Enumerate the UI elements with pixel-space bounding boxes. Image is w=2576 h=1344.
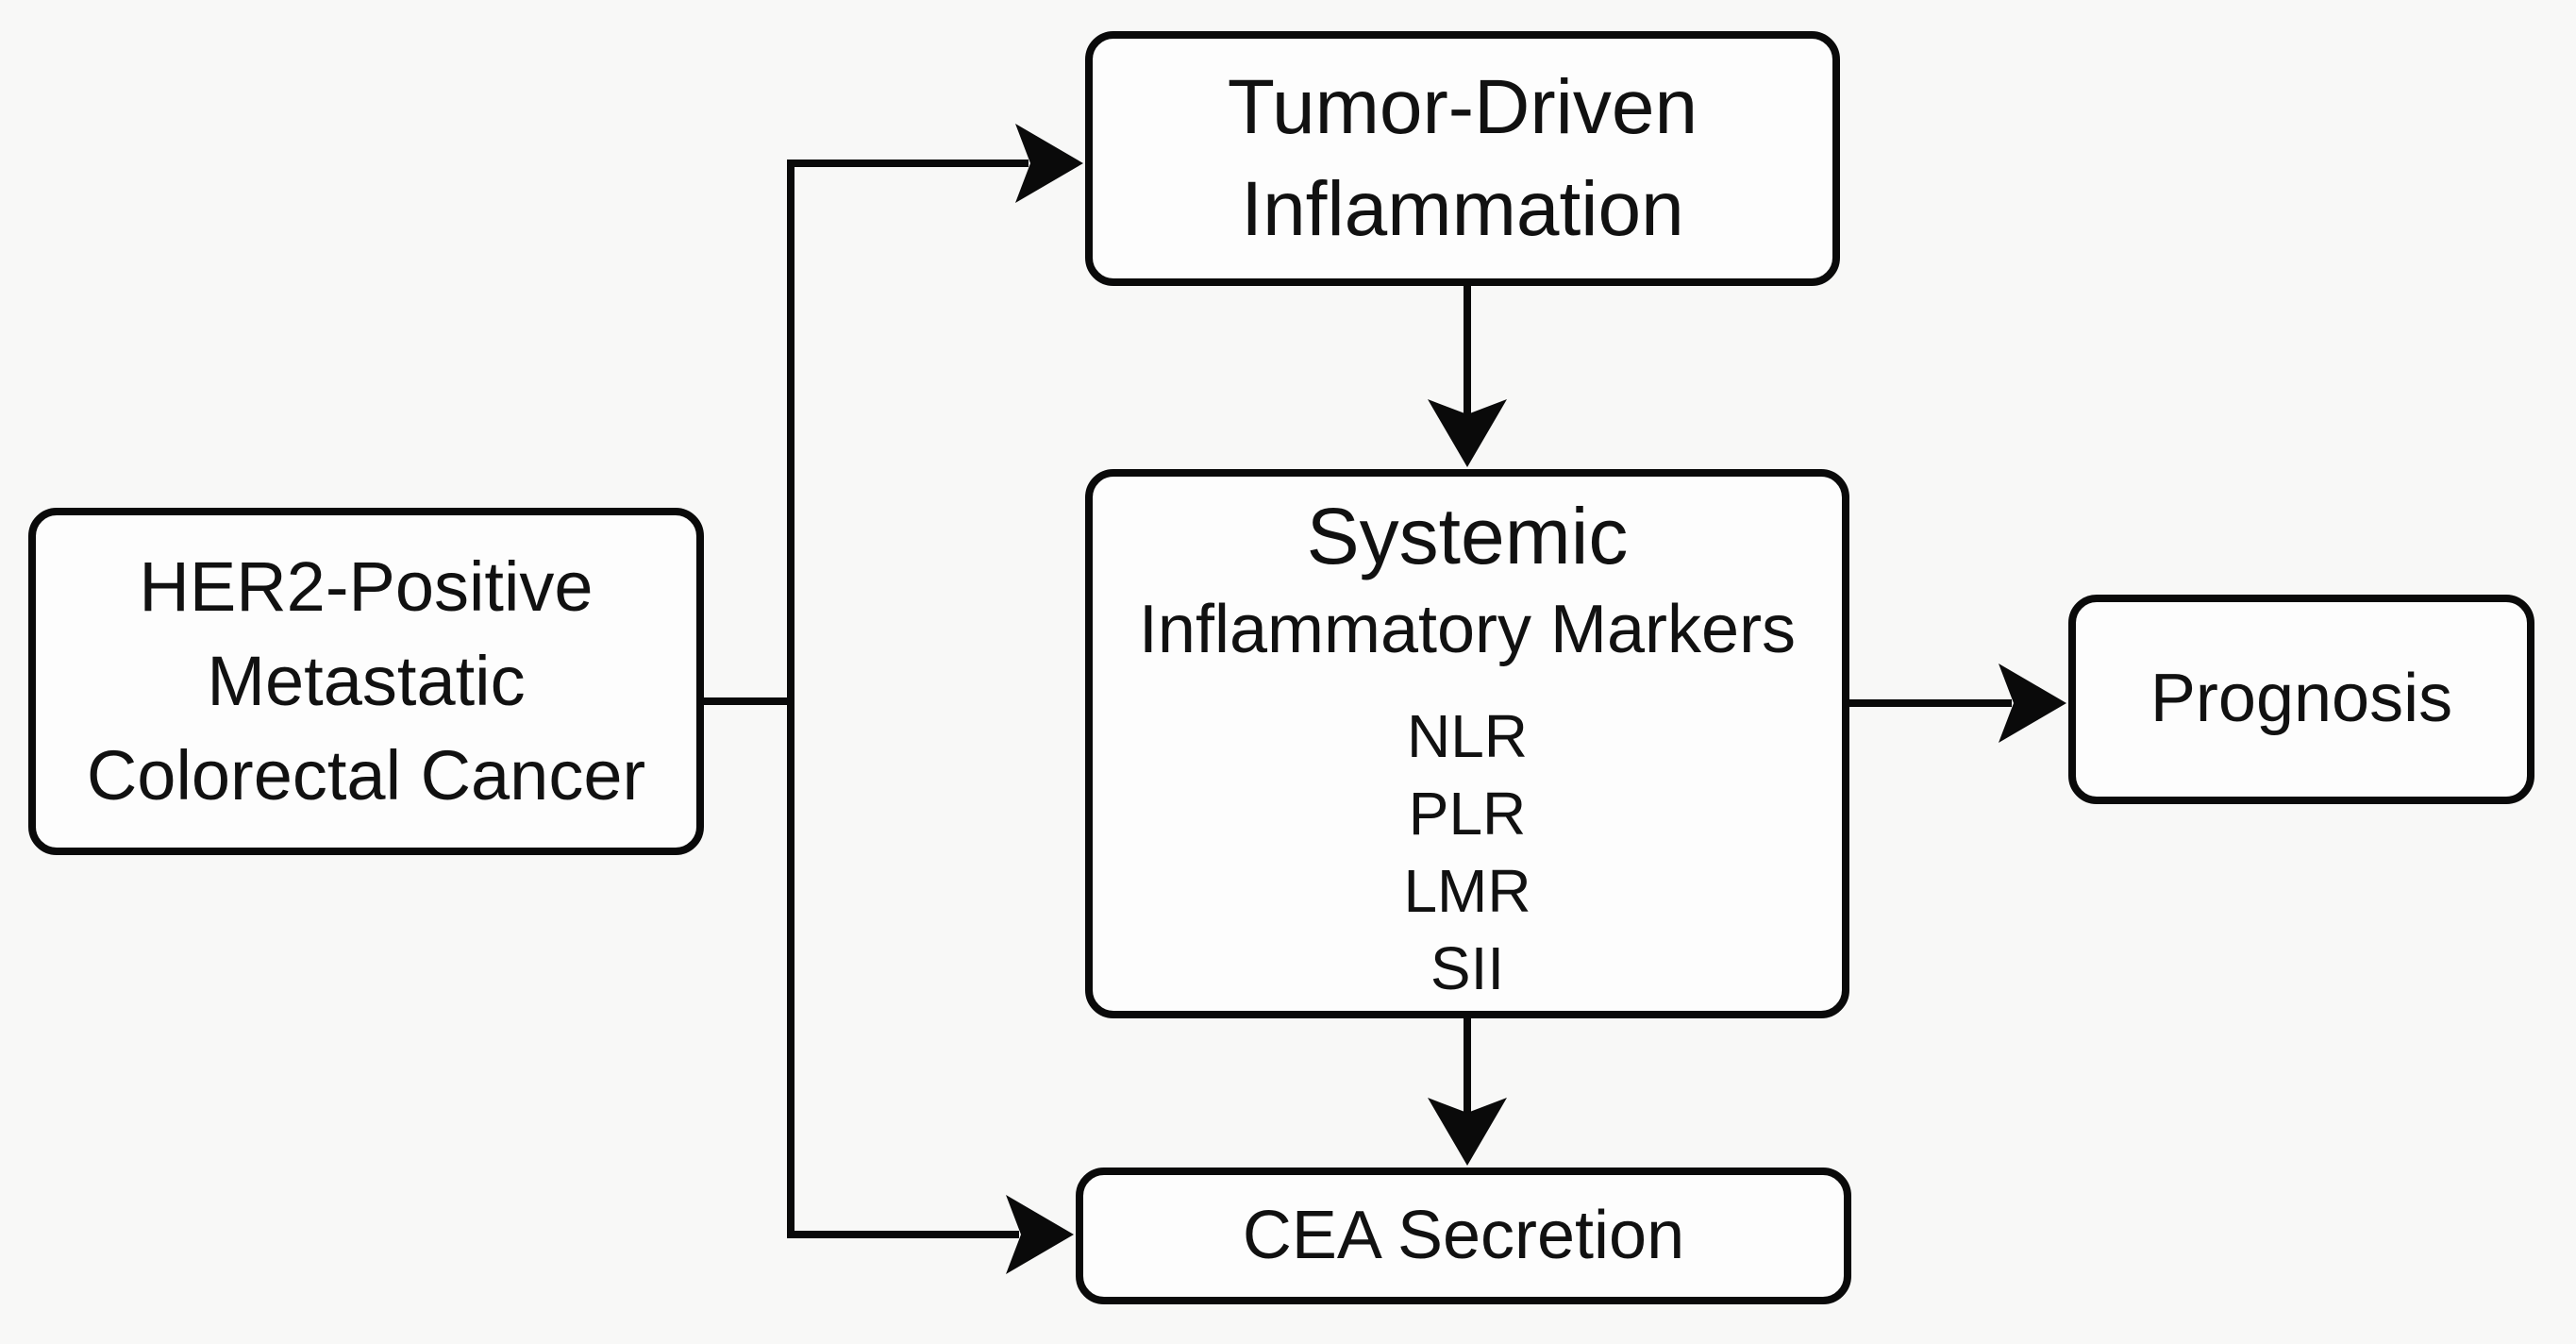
node-label-line: Tumor-Driven xyxy=(1227,64,1698,150)
node-label-line: Metastatic xyxy=(207,642,526,720)
node-label-line: Colorectal Cancer xyxy=(86,736,646,815)
markers-list: NLR PLR LMR SII xyxy=(1403,697,1531,1007)
node-label-line: Inflammation xyxy=(1241,166,1684,252)
marker-item: LMR xyxy=(1403,857,1531,925)
node-prognosis: Prognosis xyxy=(2068,595,2534,804)
node-label-line: HER2-Positive xyxy=(139,547,594,626)
node-label-line: CEA Secretion xyxy=(1242,1197,1685,1273)
node-label-line: Prognosis xyxy=(2149,661,2453,737)
arrowhead-into-tumor xyxy=(1015,124,1083,203)
marker-item: PLR xyxy=(1408,780,1527,848)
arrowhead-into-cea-from-systemic xyxy=(1428,1098,1507,1166)
node-subtitle: Inflammatory Markers xyxy=(1138,592,1797,667)
arrowhead-into-systemic xyxy=(1428,399,1507,467)
node-tumor-driven-inflammation: Tumor-Driven Inflammation xyxy=(1085,31,1840,286)
marker-item: SII xyxy=(1430,934,1505,1002)
node-title: Systemic xyxy=(1306,492,1629,580)
node-her2-metastatic-colorectal-cancer: HER2-Positive Metastatic Colorectal Canc… xyxy=(28,508,704,855)
node-cea-secretion: CEA Secretion xyxy=(1076,1168,1851,1304)
arrowhead-into-prognosis xyxy=(1999,664,2066,743)
marker-item: NLR xyxy=(1406,702,1529,770)
node-systemic-inflammatory-markers: Systemic Inflammatory Markers NLR PLR LM… xyxy=(1085,469,1849,1018)
arrowhead-into-cea-from-branch xyxy=(1006,1195,1074,1274)
